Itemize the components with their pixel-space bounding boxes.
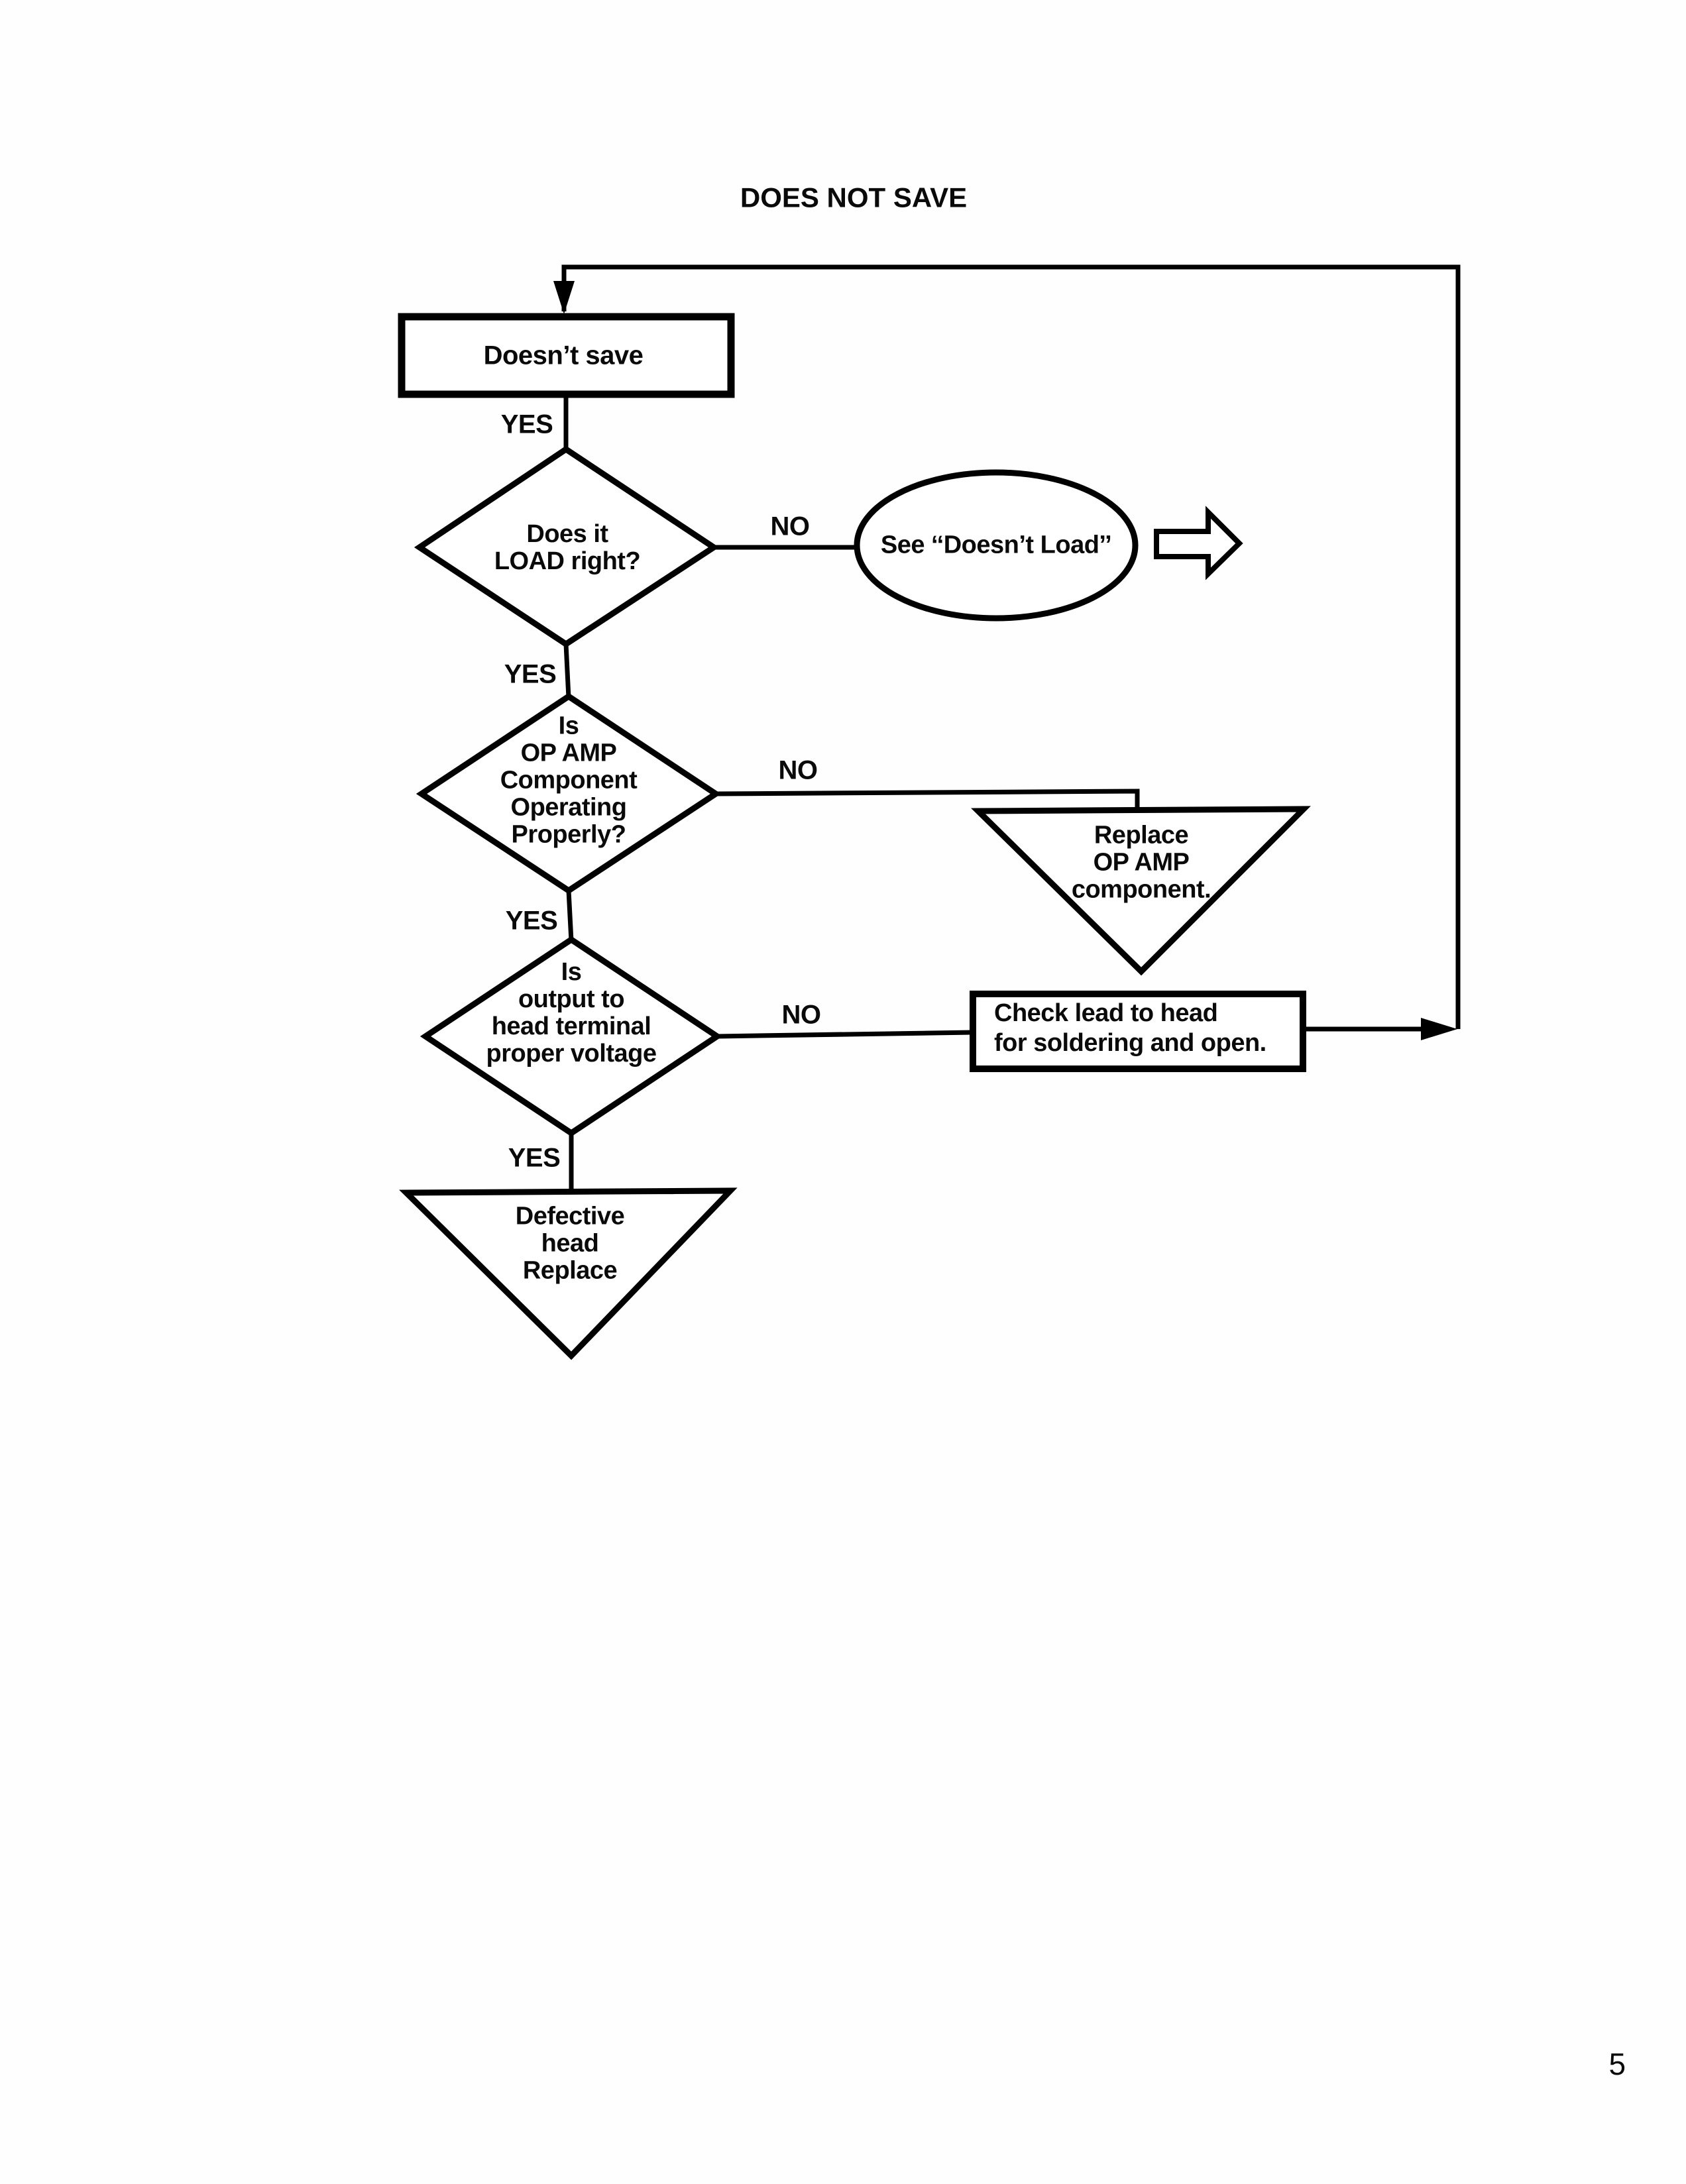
- opamp-yes-connector: [566, 890, 574, 942]
- see-doesnt-load-label: See ‘‘Doesn’t Load’’: [880, 531, 1112, 559]
- edge-label-yes-2: YES: [504, 659, 557, 689]
- voltage-no-connector: [716, 1030, 974, 1039]
- decision-voltage-label: Is output to head terminal proper voltag…: [486, 958, 657, 1067]
- decision-opamp-label: Is OP AMP Component Operating Properly?: [500, 712, 638, 849]
- decision-load-label: Does it LOAD right?: [494, 520, 641, 575]
- edge-label-no-2: NO: [778, 755, 818, 785]
- page-title: DOES NOT SAVE: [740, 182, 968, 213]
- load-yes-connector: [563, 643, 571, 698]
- see-doesnt-load-shape: [854, 469, 1139, 622]
- offpage-arrow-icon: [1154, 506, 1243, 580]
- page-number: 5: [1608, 2047, 1626, 2082]
- opamp-no-connector: [715, 789, 1140, 814]
- start-node-label: Doesn’t save: [483, 341, 644, 370]
- edge-label-yes-3: YES: [505, 906, 558, 936]
- edge-label-no-1: NO: [770, 512, 811, 541]
- edge-label-yes-1: YES: [500, 410, 553, 439]
- edge-label-no-3: NO: [781, 1000, 822, 1030]
- replace-opamp-label: Replace OP AMP component.: [1071, 821, 1211, 904]
- check-lead-label: Check lead to head for soldering and ope…: [994, 999, 1266, 1057]
- arrowhead-into-start: [553, 281, 575, 314]
- arrowhead-into-loop: [1421, 1018, 1457, 1040]
- check-lead-box-shape: [970, 991, 1306, 1072]
- defective-head-label: Defective head Replace: [515, 1202, 625, 1285]
- replace-opamp-shape: [971, 806, 1311, 976]
- edge-label-yes-4: YES: [508, 1143, 561, 1173]
- start-box-shape: [398, 313, 735, 398]
- defective-head-shape: [399, 1187, 738, 1360]
